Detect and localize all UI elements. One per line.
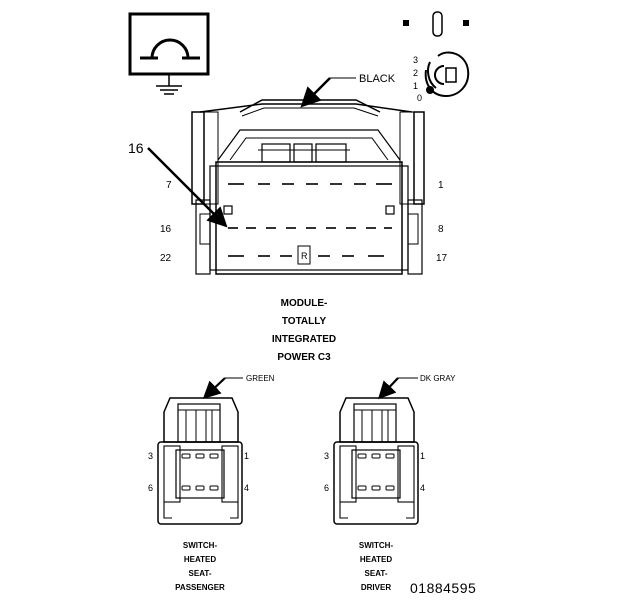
right-color-arrow [377, 377, 399, 400]
main-connector-title-line-2: TOTALLY [282, 316, 327, 327]
left-caption-line-3: SEAT- [189, 569, 212, 578]
main-pin-right-top: 1 [438, 180, 444, 191]
pin-callout-label: 16 [128, 140, 144, 156]
main-connector-r-marker: R [301, 251, 308, 261]
right-connector-body [333, 397, 419, 525]
left-color-arrow [202, 377, 226, 400]
key-position-3: 3 [413, 55, 418, 65]
main-connector-body [191, 99, 425, 275]
right-pin-4: 4 [420, 483, 425, 493]
right-pin-3: 3 [324, 451, 329, 461]
left-connector-color-label: GREEN [246, 374, 275, 383]
main-pin-right-middle: 8 [438, 224, 444, 235]
left-pin-4: 4 [244, 483, 249, 493]
main-connector-title-line-3: INTEGRATED [272, 334, 336, 345]
figure-id: 01884595 [410, 580, 476, 596]
main-connector-title-line-4: POWER C3 [277, 352, 331, 363]
left-caption-line-1: SWITCH- [183, 541, 218, 550]
left-pin-3: 3 [148, 451, 153, 461]
main-connector-title-line-1: MODULE- [281, 298, 328, 309]
right-caption-line-4: DRIVER [361, 583, 391, 592]
pin-callout-arrow [147, 147, 228, 228]
main-pin-left-middle: 16 [160, 224, 172, 235]
left-caption-line-2: HEATED [184, 555, 217, 564]
right-connector-color-label: DK GRAY [420, 374, 456, 383]
ohm-ground-symbol-icon [128, 12, 210, 95]
key-position-1: 1 [413, 81, 418, 91]
key-position-0: 0 [417, 93, 422, 103]
main-pin-right-bottom: 17 [436, 253, 448, 264]
left-connector-body [157, 397, 243, 525]
right-pin-6: 6 [324, 483, 329, 493]
ignition-key-icon [403, 11, 470, 98]
right-caption-line-2: HEATED [360, 555, 393, 564]
left-pin-6: 6 [148, 483, 153, 493]
main-pin-left-top: 7 [166, 180, 172, 191]
key-position-2: 2 [413, 68, 418, 78]
left-caption-line-4: PASSENGER [175, 583, 225, 592]
right-pin-1: 1 [420, 451, 425, 461]
right-connector-cavities [357, 453, 395, 491]
left-connector-cavities [181, 453, 219, 491]
main-pin-left-bottom: 22 [160, 253, 172, 264]
left-pin-1: 1 [244, 451, 249, 461]
right-caption-line-1: SWITCH- [359, 541, 394, 550]
main-connector-color-label: BLACK [359, 73, 396, 85]
right-caption-line-3: SEAT- [365, 569, 388, 578]
